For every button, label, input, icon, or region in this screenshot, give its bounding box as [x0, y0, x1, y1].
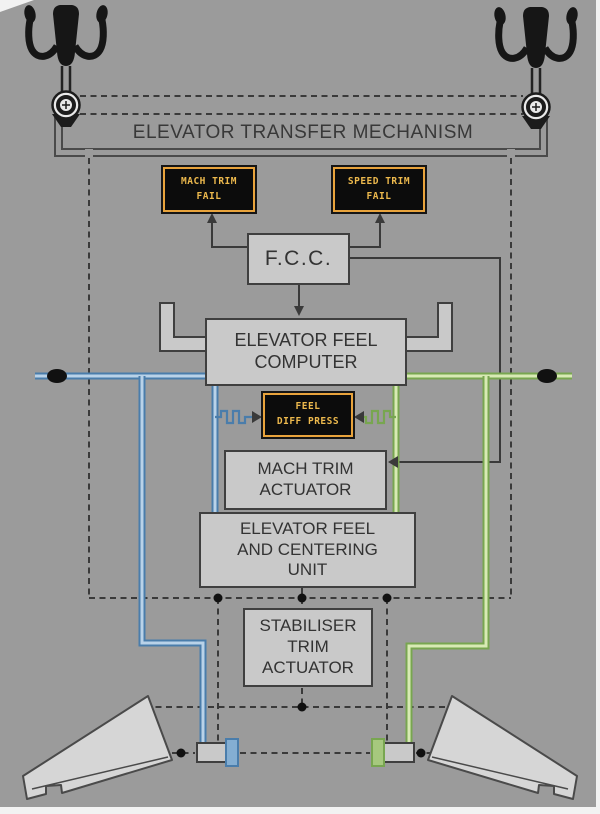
- fcc-to-mach-trim-fail-wire: [211, 222, 247, 248]
- green-line-junction-dot: [537, 369, 557, 383]
- blue-line-junction-dot: [47, 369, 67, 383]
- green-drop-line-core: [407, 376, 488, 744]
- right-elevator-surface: [427, 695, 578, 800]
- annunciator-line: FEEL: [295, 401, 321, 413]
- fcc-to-speed-trim-fail-wire: [350, 222, 381, 248]
- mach-trim-actuator-box: MACH TRIM ACTUATOR: [224, 450, 387, 510]
- right-elevator-actuator: [383, 742, 415, 763]
- junction-dot: [213, 593, 223, 603]
- right-elevator-chord-line: [431, 756, 569, 790]
- fcc-label: F.C.C.: [264, 247, 333, 271]
- blue-drop-line-core: [140, 376, 205, 744]
- fcc-signal-wires: [207, 213, 501, 597]
- junction-dot: [297, 702, 307, 712]
- speed-trim-fail-annunciator: SPEED TRIM FAIL: [333, 167, 425, 212]
- junction-dot: [416, 748, 426, 758]
- first-officer-control-column: [493, 6, 580, 94]
- transfer-bracket-inner: [61, 118, 541, 150]
- right-cable-exit-gap: [507, 149, 515, 158]
- stabiliser-trim-actuator-box: STABILISER TRIM ACTUATOR: [243, 608, 373, 687]
- box-label-line: TRIM: [287, 637, 329, 657]
- elevator-feel-computer-box: ELEVATOR FEEL COMPUTER: [205, 318, 407, 386]
- right-cable-pulley: [520, 91, 552, 123]
- box-label-line: UNIT: [287, 560, 328, 580]
- right-actuator-green-cap: [371, 738, 385, 767]
- annunciator-line: MACH TRIM: [181, 175, 237, 187]
- arrow-up-icon: [207, 213, 217, 223]
- fcc-to-mach-trim-actuator-wire: [350, 257, 501, 463]
- transfer-bracket-outer: [54, 112, 548, 157]
- box-label-line: MACH TRIM: [257, 459, 354, 479]
- left-elevator-actuator: [196, 742, 228, 763]
- blue-pressure-coil-icon: [215, 409, 252, 425]
- annunciator-line: FAIL: [196, 190, 222, 202]
- arrow-left-icon: [354, 411, 364, 423]
- left-elevator-chord-line: [31, 756, 169, 790]
- scan-margin-right: [596, 0, 600, 814]
- junction-dot: [382, 593, 392, 603]
- elevator-feel-and-centering-unit-box: ELEVATOR FEEL AND CENTERING UNIT: [199, 512, 416, 588]
- captain-control-column: [23, 4, 110, 92]
- box-label-line: STABILISER: [259, 616, 357, 636]
- left-elevator-assembly: [22, 695, 239, 800]
- scan-margin-bottom: [0, 807, 600, 814]
- junction-dot: [176, 748, 186, 758]
- arrow-right-icon: [252, 411, 262, 423]
- feel-computer-left-bracket: [159, 302, 207, 352]
- box-label-line: ELEVATOR FEEL: [239, 518, 376, 538]
- right-elevator-assembly: [371, 695, 578, 800]
- mach-trim-fail-annunciator: MACH TRIM FAIL: [163, 167, 255, 212]
- box-label-line: COMPUTER: [254, 352, 358, 372]
- feel-diff-press-annunciator: FEEL DIFF PRESS: [263, 393, 353, 437]
- annunciator-line: FAIL: [366, 190, 392, 202]
- fcc-box: F.C.C.: [247, 233, 350, 285]
- box-label-line: ELEVATOR FEEL: [234, 330, 378, 351]
- box-label-line: ACTUATOR: [259, 480, 352, 499]
- left-cable-pulley: [50, 89, 82, 121]
- arrow-left-icon: [388, 456, 398, 468]
- box-label-line: ACTUATOR: [262, 657, 354, 677]
- arrow-down-icon: [294, 306, 304, 316]
- junction-dot: [297, 593, 307, 603]
- junction-dots: [47, 369, 557, 758]
- arrow-up-icon: [375, 213, 385, 223]
- left-actuator-blue-cap: [225, 738, 239, 767]
- elevator-transfer-mechanism-linkage: [52, 112, 550, 158]
- elevator-transfer-mechanism-label: ELEVATOR TRANSFER MECHANISM: [132, 122, 474, 143]
- annunciator-line: DIFF PRESS: [276, 416, 340, 427]
- box-label-line: AND CENTERING: [237, 539, 378, 559]
- blue-drop-line: [138, 376, 207, 744]
- scan-corner-artifact: [0, 0, 34, 12]
- feel-computer-right-bracket: [405, 302, 453, 352]
- green-drop-line: [405, 376, 490, 744]
- left-cable-exit-gap: [85, 149, 93, 158]
- green-pressure-coil-icon: [359, 409, 396, 425]
- annunciator-line: SPEED TRIM: [347, 175, 411, 187]
- left-elevator-surface: [22, 695, 173, 800]
